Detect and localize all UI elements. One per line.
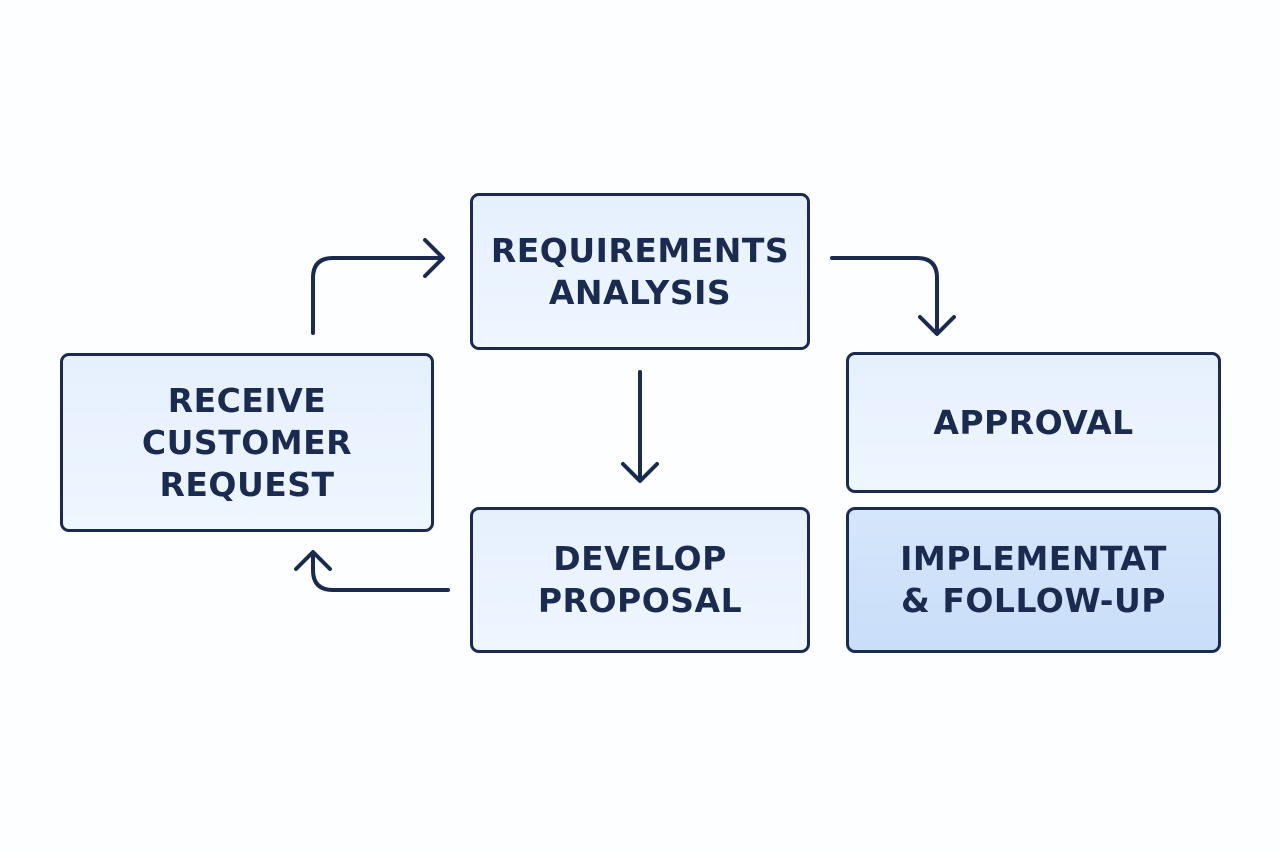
- node-develop-proposal: DEVELOP PROPOSAL: [470, 507, 810, 653]
- arrow-develop-to-receive: [311, 551, 450, 592]
- node-label-line: IMPLEMENTAT: [900, 539, 1167, 578]
- arrowhead-receive-to-requirements: [423, 238, 445, 278]
- node-label-line: ANALYSIS: [548, 272, 732, 312]
- node-requirements-analysis: REQUIREMENTS ANALYSIS: [470, 193, 810, 350]
- node-label-line: REQUEST: [159, 464, 335, 504]
- arrow-receive-to-requirements: [311, 256, 444, 335]
- arrow-requirements-to-approval: [830, 256, 939, 335]
- arrowhead-requirements-to-approval: [918, 315, 956, 336]
- node-label-line: & FOLLOW-UP: [901, 581, 1166, 620]
- arrowhead-develop-to-receive: [294, 550, 332, 571]
- node-label-line: PROPOSAL: [537, 581, 743, 620]
- node-implementation-follow-up: IMPLEMENTAT & FOLLOW-UP: [846, 507, 1221, 653]
- node-label-line: APPROVAL: [933, 402, 1134, 442]
- node-label-line: DEVELOP: [553, 539, 727, 578]
- node-label-line: RECEIVE: [167, 380, 327, 420]
- node-receive-customer-request: RECEIVE CUSTOMER REQUEST: [60, 353, 434, 532]
- node-label-line: REQUIREMENTS: [490, 230, 790, 270]
- arrowhead-requirements-to-develop: [621, 462, 659, 483]
- node-approval: APPROVAL: [846, 352, 1221, 493]
- node-label-line: CUSTOMER: [141, 422, 353, 462]
